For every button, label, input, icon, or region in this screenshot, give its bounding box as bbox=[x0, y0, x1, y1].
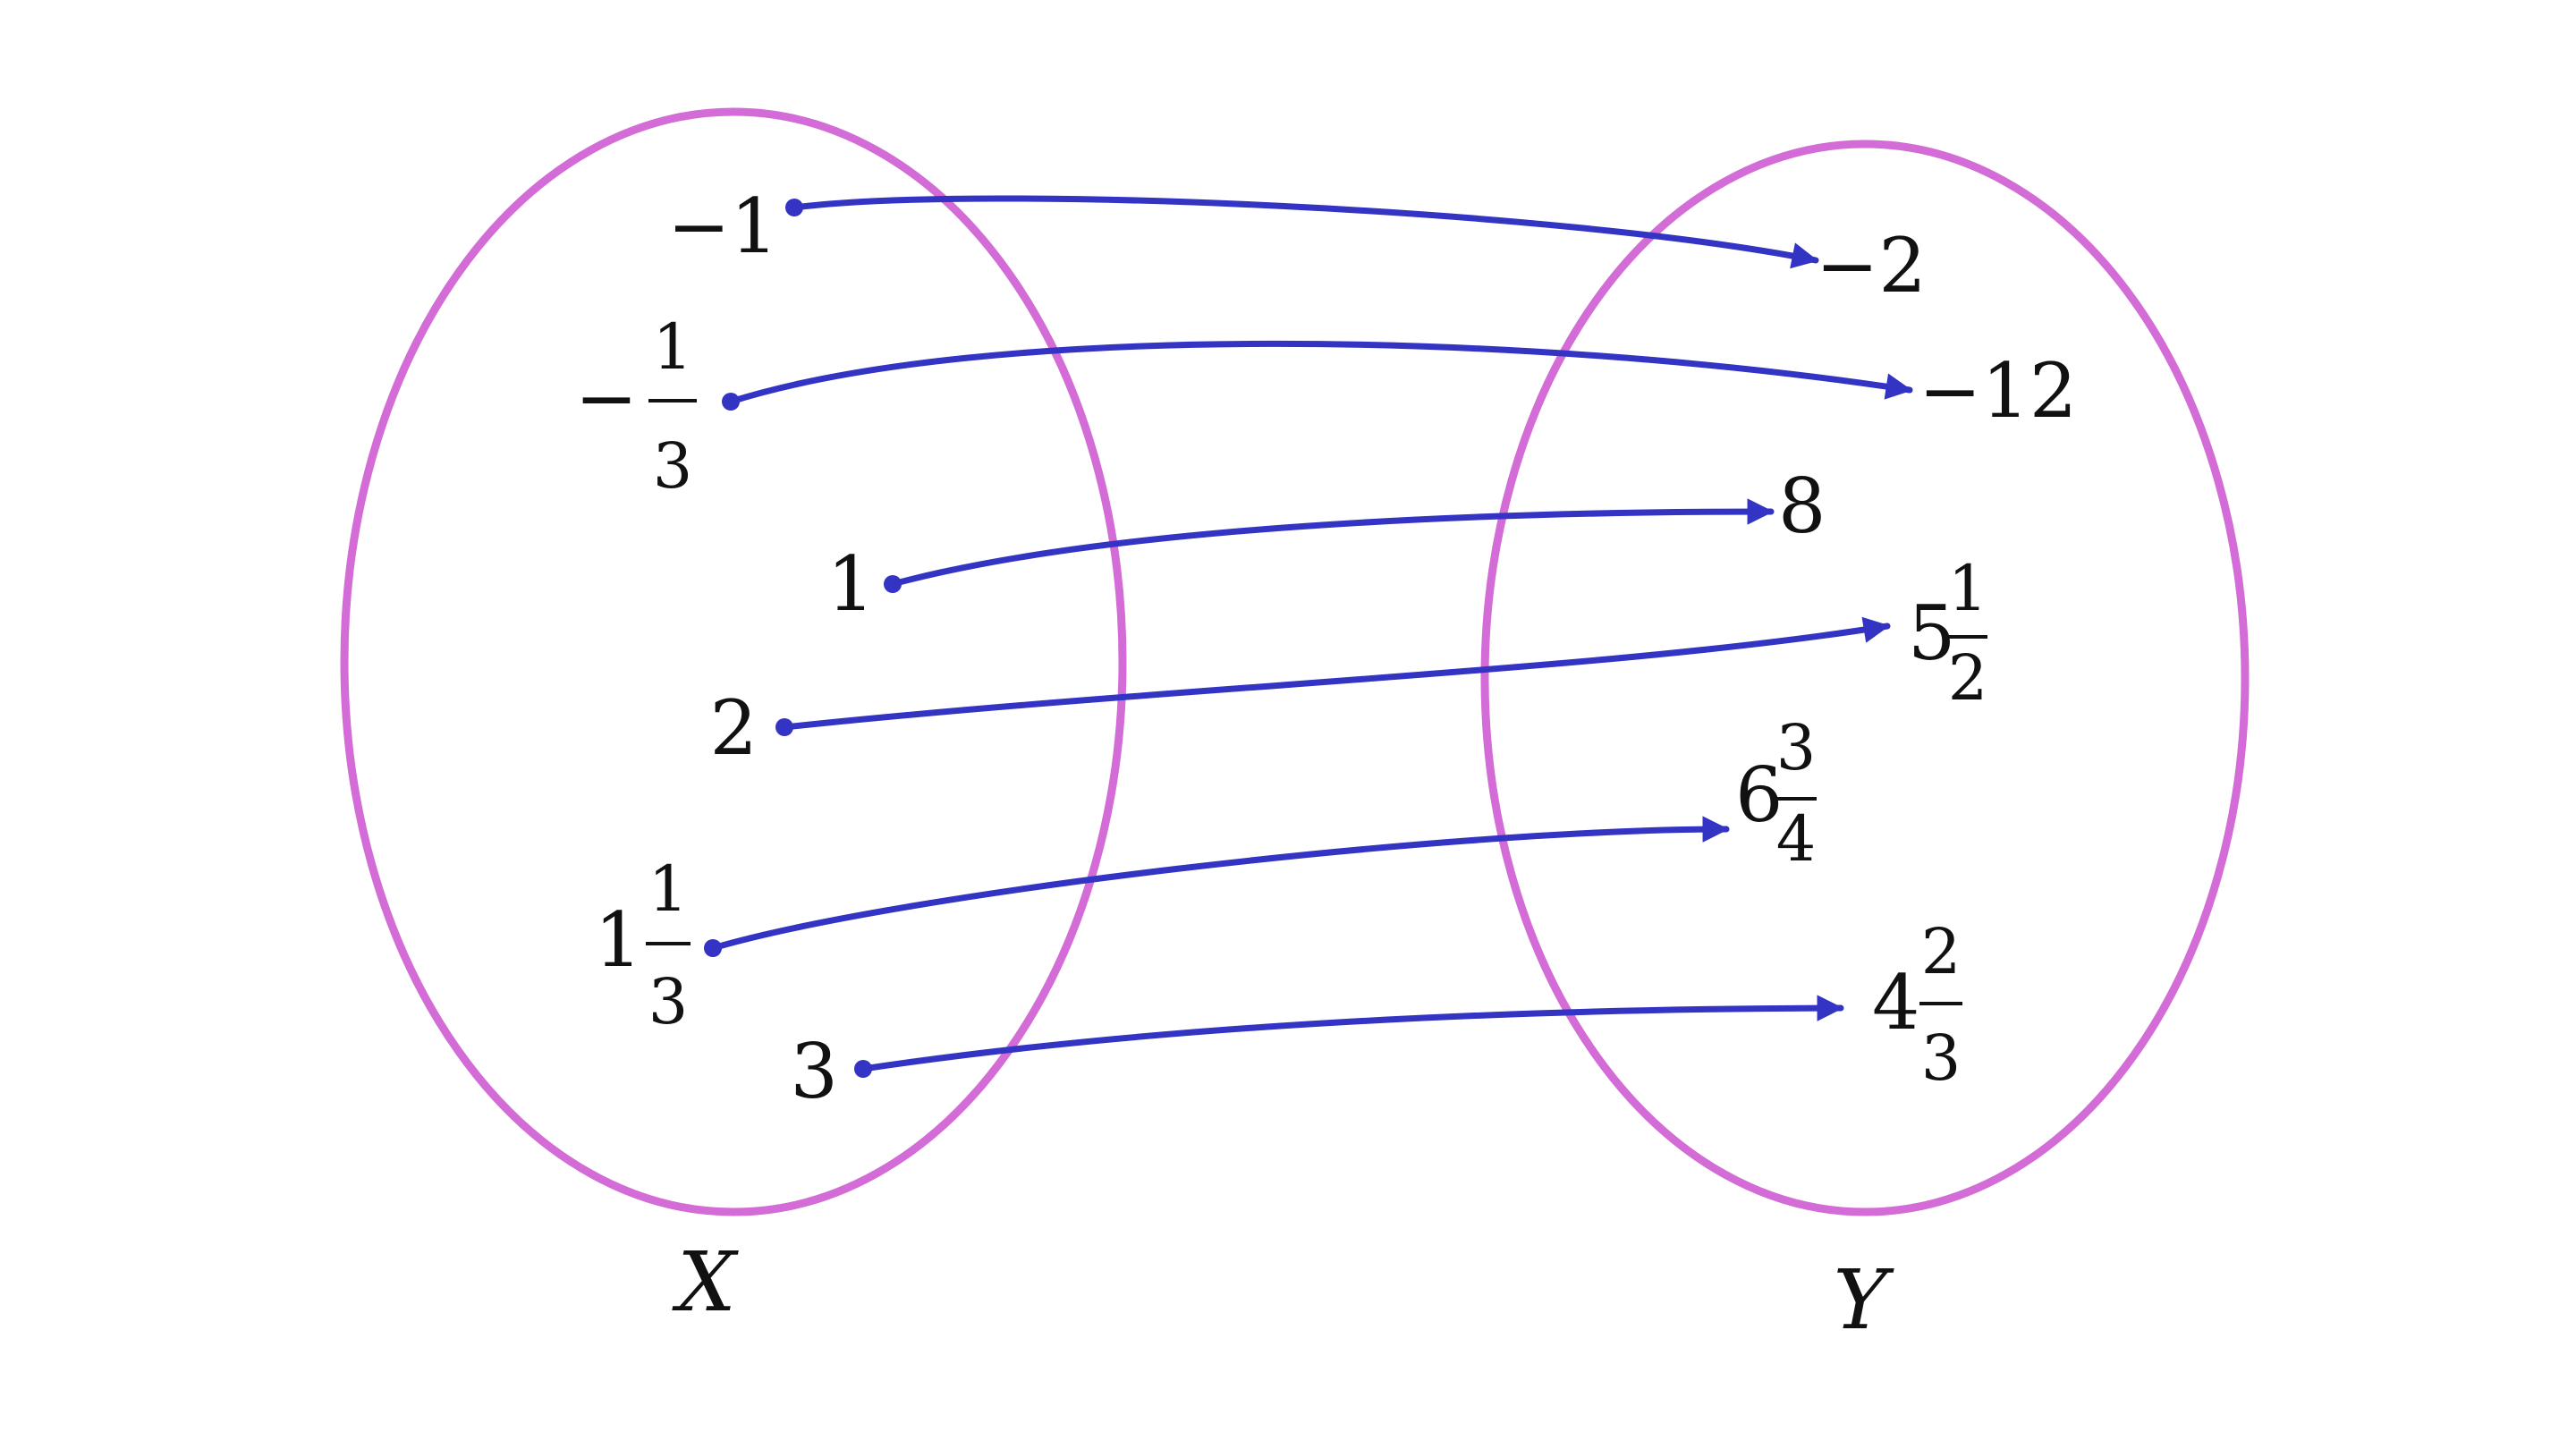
y-label-eight: 8 bbox=[1778, 462, 1826, 550]
y-label-neg-two: −2 bbox=[1816, 222, 1927, 309]
y-label-four-and-two-thirds-whole: 4 bbox=[1872, 959, 1919, 1046]
dot-two bbox=[775, 718, 793, 736]
dot-neg-one bbox=[785, 199, 803, 216]
dot-three bbox=[854, 1060, 872, 1078]
y-label-five-and-half-numerator: 1 bbox=[1948, 552, 1988, 625]
arrow-one-and-one-third-to-six-and-three-quarters bbox=[709, 816, 1730, 952]
arrow-one-to-eight bbox=[889, 498, 1775, 588]
x-label-neg-one-third-sign: − bbox=[575, 354, 638, 442]
x-label-two: 2 bbox=[710, 684, 758, 772]
mapping-arrows bbox=[709, 195, 1913, 1072]
y-label-five-and-half-denominator: 2 bbox=[1948, 641, 1988, 715]
x-label-neg-one-third-denominator: 3 bbox=[653, 429, 693, 503]
x-label-one-and-one-third-numerator: 1 bbox=[648, 852, 689, 926]
y-label-six-and-three-quarters-denominator: 4 bbox=[1776, 802, 1817, 876]
y-label-six-and-three-quarters-numerator: 3 bbox=[1776, 711, 1817, 784]
set-x-label: X bbox=[672, 1234, 739, 1330]
set-y-label: Y bbox=[1834, 1252, 1895, 1348]
x-label-neg-one-third-numerator: 1 bbox=[653, 310, 693, 384]
arrow-two-to-five-and-half bbox=[781, 616, 1891, 731]
y-label-four-and-two-thirds-denominator: 3 bbox=[1921, 1021, 1962, 1095]
y-label-neg-twelve: −12 bbox=[1919, 347, 2077, 435]
y-label-five-and-half: 5 1 2 bbox=[1908, 552, 1987, 715]
x-label-neg-one: −1 bbox=[667, 182, 778, 270]
set-y-outline bbox=[1480, 140, 2250, 1216]
arrow-three-to-four-and-two-thirds bbox=[860, 995, 1844, 1072]
x-label-one: 1 bbox=[827, 540, 875, 628]
x-label-three: 3 bbox=[791, 1028, 838, 1115]
domain-dots bbox=[704, 199, 902, 1078]
x-label-neg-one-third: − 1 3 bbox=[575, 310, 697, 503]
y-label-six-and-three-quarters-whole: 6 bbox=[1735, 751, 1783, 839]
set-x-outline bbox=[340, 107, 1127, 1216]
y-label-four-and-two-thirds-numerator: 2 bbox=[1921, 915, 1962, 988]
dot-neg-one-third bbox=[722, 393, 740, 411]
x-label-one-and-one-third-whole: 1 bbox=[595, 896, 642, 984]
x-label-one-and-one-third: 1 1 3 bbox=[595, 852, 691, 1038]
y-label-five-and-half-whole: 5 bbox=[1908, 589, 1955, 677]
arrow-neg-one-third-to-neg-twelve bbox=[727, 340, 1913, 405]
y-label-six-and-three-quarters: 6 3 4 bbox=[1735, 711, 1817, 876]
x-label-one-and-one-third-denominator: 3 bbox=[648, 965, 689, 1038]
y-label-four-and-two-thirds: 4 2 3 bbox=[1872, 915, 1962, 1095]
domain-labels: −1 − 1 3 1 2 1 1 3 3 bbox=[575, 182, 875, 1115]
codomain-labels: −2 −12 8 5 1 2 6 3 4 4 2 3 bbox=[1735, 222, 2077, 1095]
arrow-neg-one-to-neg-two bbox=[791, 195, 1819, 269]
dot-one-and-one-third bbox=[704, 939, 722, 957]
dot-one bbox=[884, 575, 902, 593]
